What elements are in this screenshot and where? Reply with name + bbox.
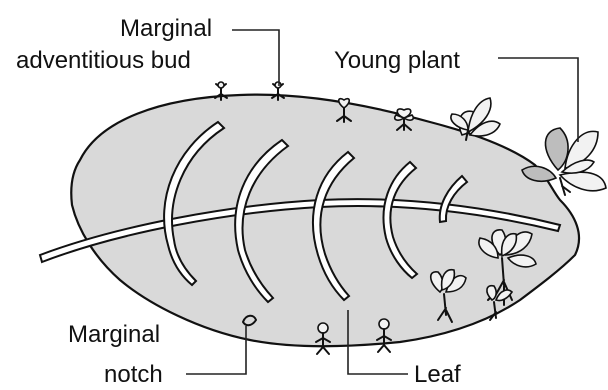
leader-marginal-bud (232, 30, 279, 86)
label-leaf: Leaf (414, 361, 461, 388)
marginal-bud-1 (215, 82, 227, 100)
label-young-plant: Young plant (334, 47, 460, 74)
label-marginal-bud-line2: adventitious bud (16, 47, 191, 74)
label-marginal-bud-line1: Marginal (120, 15, 212, 42)
leader-young-plant (498, 58, 578, 142)
label-marginal-notch-line1: Marginal (68, 321, 160, 348)
label-marginal-notch-line2: notch (104, 361, 163, 388)
marginal-bud-2 (272, 82, 284, 100)
leaf-blade (71, 95, 579, 347)
